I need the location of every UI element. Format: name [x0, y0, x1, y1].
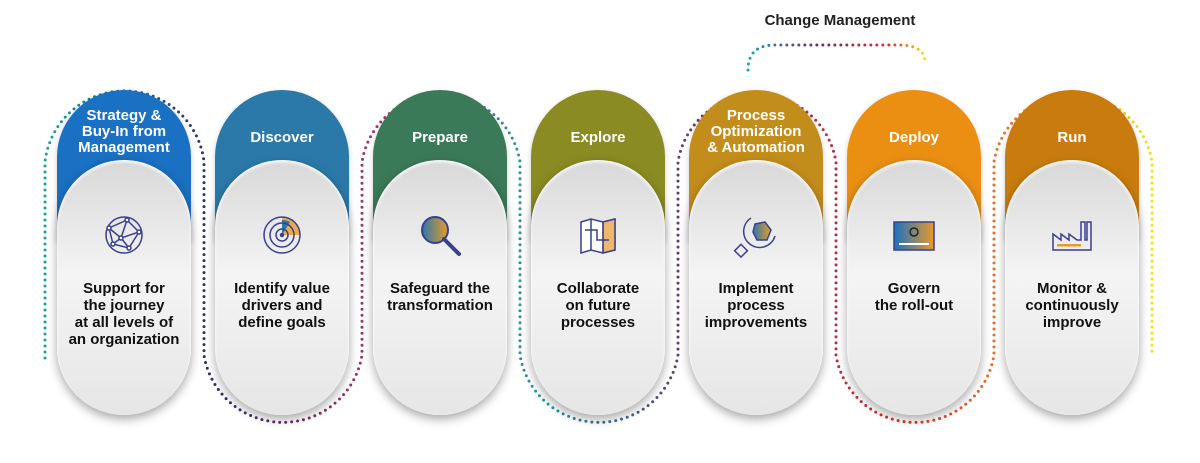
stage-card: Collaborate on future processes [531, 160, 665, 415]
stage-description: Safeguard the transformation [387, 280, 493, 314]
process-map-icon [573, 210, 623, 260]
stage-title: Strategy & Buy-In from Management [78, 107, 170, 156]
stage-card: Safeguard the transformation [373, 160, 507, 415]
stage-2: Discover Identify value drivers and defi… [215, 90, 349, 415]
stage-title: Process Optimization & Automation [707, 107, 805, 156]
stage-4: Explore Collaborate on future processes [531, 90, 665, 415]
stage-description: Govern the roll-out [874, 280, 954, 314]
stage-description: Monitor & continuously improve [1025, 280, 1119, 331]
deploy-screen-icon [889, 210, 939, 260]
stage-7: Run Monitor & continuously improve [1005, 90, 1139, 415]
stage-description: Collaborate on future processes [556, 280, 640, 331]
stage-title: Explore [570, 129, 626, 146]
stage-card: Implement process improvements [689, 160, 823, 415]
factory-icon [1047, 210, 1097, 260]
stage-card: Support for the journey at all levels of… [57, 160, 191, 415]
stage-3: Prepare Safeguard the transformation [373, 90, 507, 415]
magnifier-icon [415, 210, 465, 260]
stage-1: Strategy & Buy-In from Management Suppor… [57, 90, 191, 415]
stage-card: Govern the roll-out [847, 160, 981, 415]
stage-description: Identify value drivers and define goals [234, 280, 330, 331]
stage-description: Support for the journey at all levels of… [68, 280, 180, 348]
stage-6: Deploy Govern the roll-out [847, 90, 981, 415]
stage-title: Discover [250, 129, 314, 146]
radar-target-icon [257, 210, 307, 260]
stage-description: Implement process improvements [704, 280, 808, 331]
stage-title: Deploy [888, 129, 939, 146]
wrench-icon [731, 210, 781, 260]
stage-title: Prepare [412, 129, 468, 146]
network-globe-icon [99, 210, 149, 260]
stage-title: Run [1057, 129, 1087, 146]
stage-5: Process Optimization & Automation Implem… [689, 90, 823, 415]
stage-card: Identify value drivers and define goals [215, 160, 349, 415]
stage-card: Monitor & continuously improve [1005, 160, 1139, 415]
change-management-label: Change Management [764, 12, 916, 29]
